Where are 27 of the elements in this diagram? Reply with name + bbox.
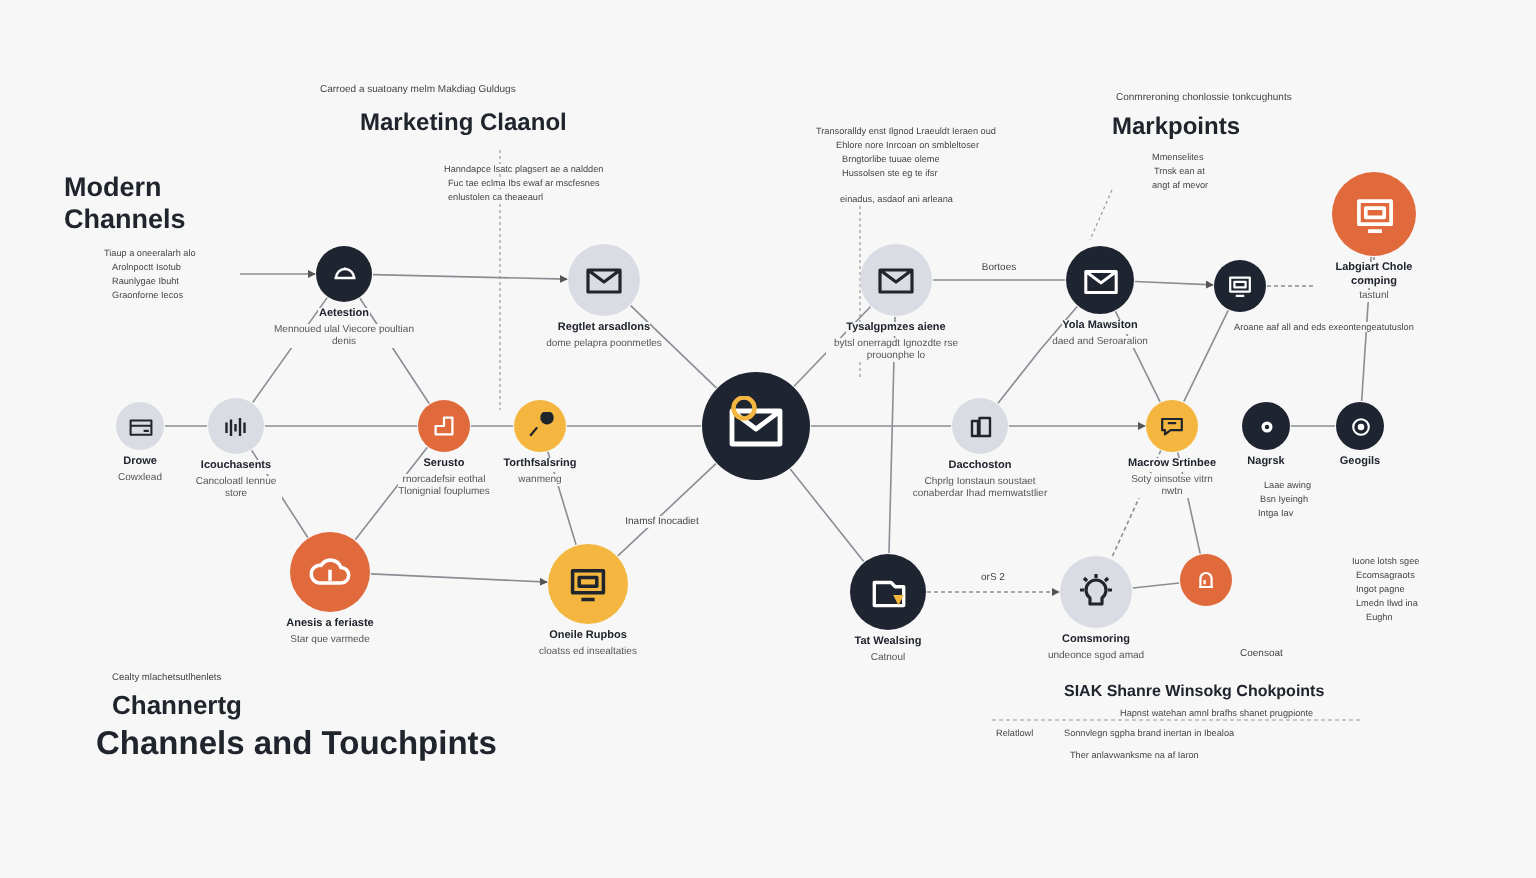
- heading: Channertg: [112, 692, 242, 722]
- connector-line: [629, 304, 718, 389]
- connector-line: [354, 446, 429, 541]
- heading: Marketing Claanol: [360, 110, 567, 138]
- connector-line: [932, 279, 1066, 281]
- heading: Channels and Touchpints: [96, 726, 497, 764]
- connector-line: [470, 425, 514, 427]
- arrow: [1008, 422, 1146, 430]
- arrow: [372, 273, 568, 283]
- arrow: [1134, 280, 1214, 289]
- arrow: [239, 270, 316, 278]
- arrow: [926, 588, 1060, 596]
- connector-line: [1110, 449, 1162, 560]
- connector-line: [164, 425, 208, 427]
- connector-line: [997, 305, 1078, 405]
- heading: Markpoints: [1112, 114, 1241, 142]
- connector-line: [1290, 425, 1336, 427]
- connector-line: [566, 425, 702, 427]
- connector-line: [789, 468, 865, 563]
- section-heading: SIAK Shanre Winsokg Chokpoints: [1064, 682, 1325, 701]
- connector-line: [1183, 309, 1229, 403]
- heading: Modern Channels: [64, 172, 188, 235]
- connector-line: [1132, 582, 1180, 589]
- arrow: [370, 573, 548, 586]
- connector-line: [617, 462, 717, 557]
- connector-line: [810, 425, 952, 427]
- connector-line: [264, 425, 418, 427]
